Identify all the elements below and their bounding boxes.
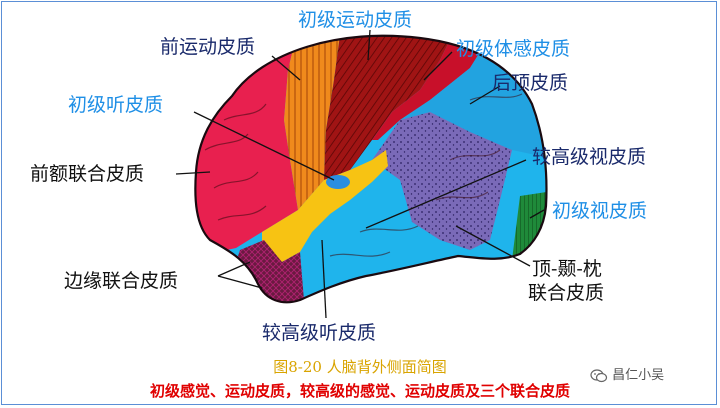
- leader-pto: [455, 225, 531, 267]
- label-primary-motor: 初级运动皮质: [298, 9, 413, 31]
- leader-primary-motor: [367, 29, 371, 61]
- label-primary-auditory: 初级听皮质: [68, 94, 164, 116]
- watermark-text: 昌仁小吴: [612, 368, 665, 383]
- leader-prefrontal: [175, 171, 211, 175]
- figure-caption: 图8-20 人脑背外侧面简图: [273, 358, 447, 376]
- label-primary-somatosensory: 初级体感皮质: [456, 38, 571, 60]
- label-premotor: 前运动皮质: [160, 36, 256, 58]
- leader-primary-visual: [529, 209, 545, 219]
- brain-outline: [194, 34, 548, 304]
- leader-higher-visual: [365, 159, 527, 229]
- leader-higher-auditory: [321, 239, 327, 319]
- label-prefrontal: 前额联合皮质: [30, 163, 145, 185]
- label-higher-visual: 较高级视皮质: [532, 146, 647, 168]
- primary-auditory-region: [326, 175, 350, 189]
- leader-limbic-2: [217, 275, 263, 289]
- leader-posterior-parietal: [469, 85, 501, 105]
- label-higher-auditory: 较高级听皮质: [262, 322, 377, 344]
- label-posterior-parietal: 后顶皮质: [492, 72, 569, 94]
- wechat-icon: [590, 368, 608, 382]
- pto-association-region: [372, 112, 512, 250]
- leader-premotor: [271, 55, 301, 81]
- primary-visual-region: [512, 190, 547, 260]
- leader-limbic-1: [217, 261, 251, 277]
- label-limbic: 边缘联合皮质: [64, 270, 179, 292]
- higher-auditory-region: [262, 150, 388, 262]
- label-primary-visual: 初级视皮质: [552, 200, 648, 222]
- leader-somatosensory: [423, 51, 453, 81]
- leader-primary-auditory: [193, 111, 335, 181]
- label-pto-line1: 顶-颞-枕: [532, 258, 602, 280]
- primary-motor-region: [324, 35, 460, 180]
- figure-subcaption: 初级感觉、运动皮质，较高级的感觉、运动皮质及三个联合皮质: [149, 382, 570, 400]
- label-pto-line2: 联合皮质: [528, 282, 605, 304]
- watermark: 昌仁小吴: [590, 364, 664, 385]
